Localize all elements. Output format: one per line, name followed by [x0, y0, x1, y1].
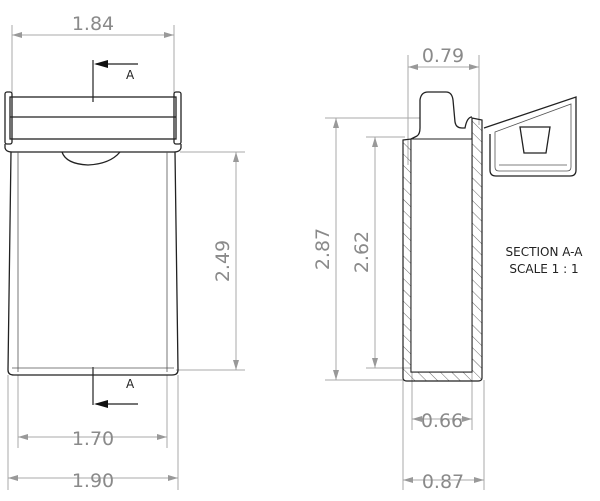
dim-section-overall-width: 0.87 — [422, 471, 464, 493]
section-title: SECTION A-A — [506, 245, 584, 259]
dim-section-inner-height: 2.62 — [351, 231, 373, 273]
dim-inner-width: 1.70 — [72, 428, 114, 450]
section-scale: SCALE 1 : 1 — [509, 262, 578, 276]
section-arrow-icon — [94, 400, 108, 408]
dim-section-inner-width: 0.66 — [421, 410, 463, 432]
dim-overall-width: 1.90 — [72, 470, 114, 492]
section-view: 0.79 2.87 2.62 0.66 0.87 SECTION A-A SCA… — [312, 45, 583, 493]
dim-top-width: 1.84 — [72, 13, 114, 35]
dim-section-overall-height: 2.87 — [312, 228, 334, 270]
section-marker-top: A — [126, 68, 135, 82]
dim-section-top-width: 0.79 — [422, 45, 464, 67]
section-arrow-icon — [94, 60, 108, 68]
dim-body-height: 2.49 — [212, 240, 234, 282]
front-view: 1.84 1.70 1.90 2.49 A A — [4, 13, 245, 492]
section-marker-bottom: A — [126, 377, 135, 391]
